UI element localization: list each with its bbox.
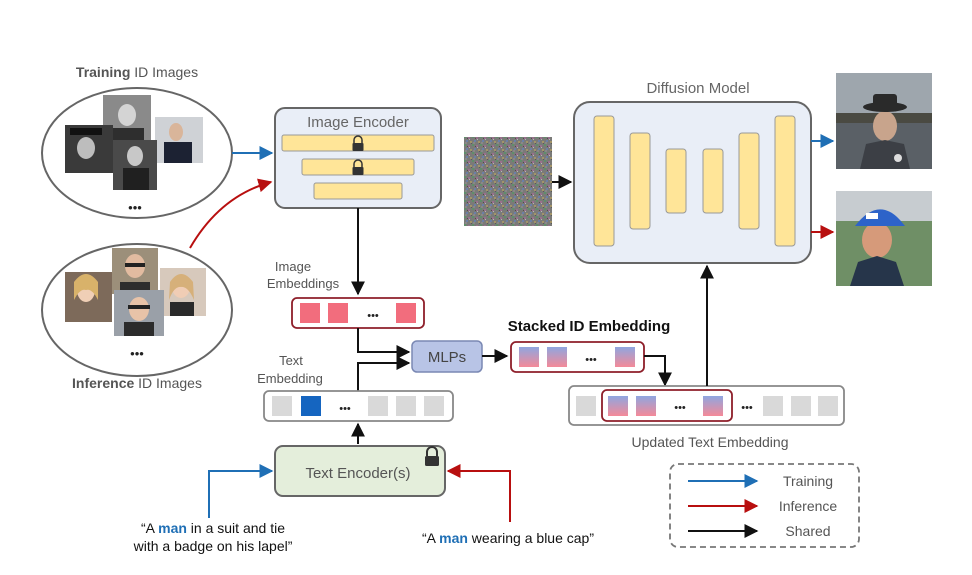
embedding-token: [424, 396, 444, 416]
embedding-token: [368, 396, 388, 416]
training-prompt-line1: “A man in a suit and tie: [141, 520, 285, 536]
lock-icon: [425, 446, 439, 466]
legend-training-label: Training: [783, 473, 833, 489]
unet-block: [593, 115, 615, 247]
diffusion-model-title: Diffusion Model: [646, 80, 749, 97]
text-encoder-box: [274, 445, 446, 497]
embedding-token: [328, 303, 348, 323]
embedding-token: [576, 396, 596, 416]
stacked-token: [703, 396, 723, 416]
face-photo: [155, 117, 203, 163]
embedding-token: [272, 396, 292, 416]
face-photo: [113, 140, 157, 190]
text-embedding-to-mlps-arrow: [357, 356, 411, 391]
unet-block: [702, 148, 724, 214]
inference-output-photo: [836, 191, 932, 286]
stacked-id-embedding-title: Stacked ID Embedding: [508, 318, 671, 335]
inference-prompt-arrow: [446, 464, 511, 522]
image-embeddings-label-1: Image: [275, 259, 311, 274]
inference-prompt: “A man wearing a blue cap”: [422, 530, 594, 546]
embedding-token: [818, 396, 838, 416]
image-embeddings-to-mlps-arrow: [357, 328, 411, 359]
face-photo: [160, 268, 206, 316]
mlps-label: MLPs: [428, 349, 466, 366]
legend-box: [669, 463, 860, 548]
noise-image: [464, 137, 552, 226]
face-photo: [114, 290, 164, 336]
text-embedding-ellipsis: •••: [339, 403, 351, 415]
unet-block: [738, 132, 760, 230]
text-embedding-label-1: Text: [279, 353, 303, 368]
legend-inference-label: Inference: [779, 498, 838, 514]
encoder-layer: [313, 182, 403, 200]
embedding-token: [763, 396, 783, 416]
stacked-ellipsis: •••: [585, 354, 597, 366]
stacked-token: [615, 347, 635, 367]
text-embedding-label-2: Embedding: [257, 371, 323, 386]
lock-icon: [352, 159, 364, 175]
embedding-token: [396, 303, 416, 323]
face-photo: [65, 272, 112, 322]
text-encoder-title: Text Encoder(s): [305, 465, 410, 482]
embedding-token: [300, 303, 320, 323]
embedding-token: [396, 396, 416, 416]
training-prompt-arrow: [208, 464, 274, 518]
stacked-token: [547, 347, 567, 367]
embedding-token-keyword: [301, 396, 321, 416]
image-encoder-title: Image Encoder: [307, 114, 409, 131]
face-photo: [112, 248, 158, 294]
updated-outer-ellipsis: •••: [741, 402, 753, 414]
updated-inner-ellipsis: •••: [674, 402, 686, 414]
training-output-photo: [836, 73, 932, 169]
inference-ellipsis: •••: [130, 346, 144, 361]
face-photo: [65, 125, 113, 173]
image-embeddings-label-2: Embeddings: [267, 276, 340, 291]
inference-face-photos: [65, 248, 206, 336]
embedding-token: [791, 396, 811, 416]
training-face-photos: [65, 95, 203, 190]
training-group-label: Training ID Images: [76, 64, 198, 80]
stacked-token: [636, 396, 656, 416]
image-embeddings-ellipsis: •••: [367, 310, 379, 322]
unet-block: [774, 115, 796, 247]
unet-block: [629, 132, 651, 230]
legend-shared-label: Shared: [785, 523, 830, 539]
stacked-to-updated-arrow: [644, 355, 672, 387]
lock-icon: [352, 135, 364, 151]
inference-arrow-to-encoder: [189, 178, 273, 249]
unet-block: [665, 148, 687, 214]
training-prompt-line2: with a badge on his lapel”: [133, 538, 293, 554]
stacked-token: [519, 347, 539, 367]
training-ellipsis: •••: [128, 200, 142, 215]
inference-group-label: Inference ID Images: [72, 375, 202, 391]
stacked-token: [608, 396, 628, 416]
updated-text-embedding-label: Updated Text Embedding: [632, 434, 789, 450]
inserted-stacked-embedding: [601, 389, 733, 422]
